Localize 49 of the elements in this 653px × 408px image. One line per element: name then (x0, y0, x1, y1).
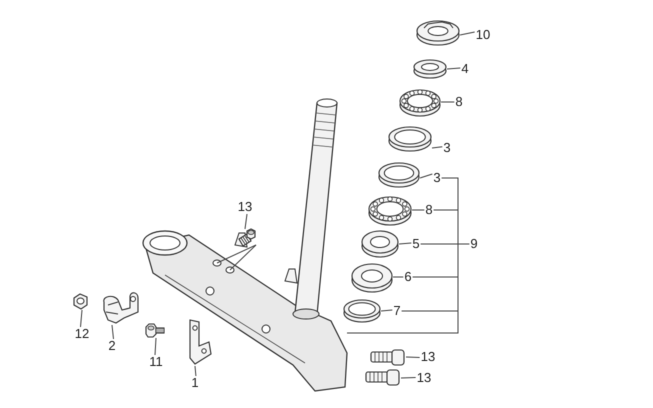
bearing-race-drawing (388, 124, 432, 152)
callout-number: 4 (460, 62, 470, 76)
bearing-race-drawing (378, 160, 420, 188)
bolt-drawing (365, 369, 401, 386)
callout-number: 5 (411, 237, 421, 251)
leader-line (216, 244, 256, 264)
leader-line (80, 310, 82, 328)
leader-line (392, 276, 404, 278)
leader-line (112, 324, 114, 340)
callout-number: 10 (474, 28, 492, 42)
leader-line (432, 146, 443, 148)
callout-number: 7 (392, 304, 402, 318)
leader-line (244, 214, 248, 230)
leader-line (420, 174, 433, 178)
callout-number: 9 (469, 237, 479, 251)
clamp-drawing (100, 290, 140, 325)
leader-line (230, 244, 256, 270)
leader-line (154, 338, 156, 356)
callout-number: 13 (420, 350, 436, 364)
nut-drawing (72, 293, 89, 310)
bolt-drawing (370, 349, 406, 366)
callout-number: 13 (236, 200, 254, 214)
callout-number: 12 (74, 327, 90, 341)
callout-number: 11 (148, 355, 164, 369)
leader-line (398, 242, 412, 244)
callout-number: 3 (432, 171, 442, 185)
callout-number: 6 (403, 270, 413, 284)
leader-line (380, 310, 393, 312)
callout-number: 8 (454, 95, 464, 109)
leader-line (194, 366, 196, 376)
callout-number: 13 (416, 371, 432, 385)
leader-line (406, 356, 420, 358)
bearing-race-drawing (343, 297, 381, 323)
bolt-drawing (145, 323, 165, 338)
leader-line (460, 32, 476, 36)
bracket-drawing (187, 318, 213, 366)
leader-line (346, 244, 470, 334)
leader-line (400, 377, 416, 378)
lock-nut-drawing (416, 18, 460, 46)
callout-number: 1 (190, 376, 200, 390)
dust-seal-drawing (351, 261, 393, 293)
ball-bearing-drawing (368, 194, 412, 226)
washer-drawing (413, 57, 447, 79)
washer-drawing (361, 228, 399, 258)
callout-number: 8 (424, 203, 434, 217)
ball-bearing-drawing (399, 87, 441, 117)
leader-line (446, 68, 461, 70)
callout-number: 2 (107, 339, 117, 353)
callout-number: 3 (442, 141, 452, 155)
